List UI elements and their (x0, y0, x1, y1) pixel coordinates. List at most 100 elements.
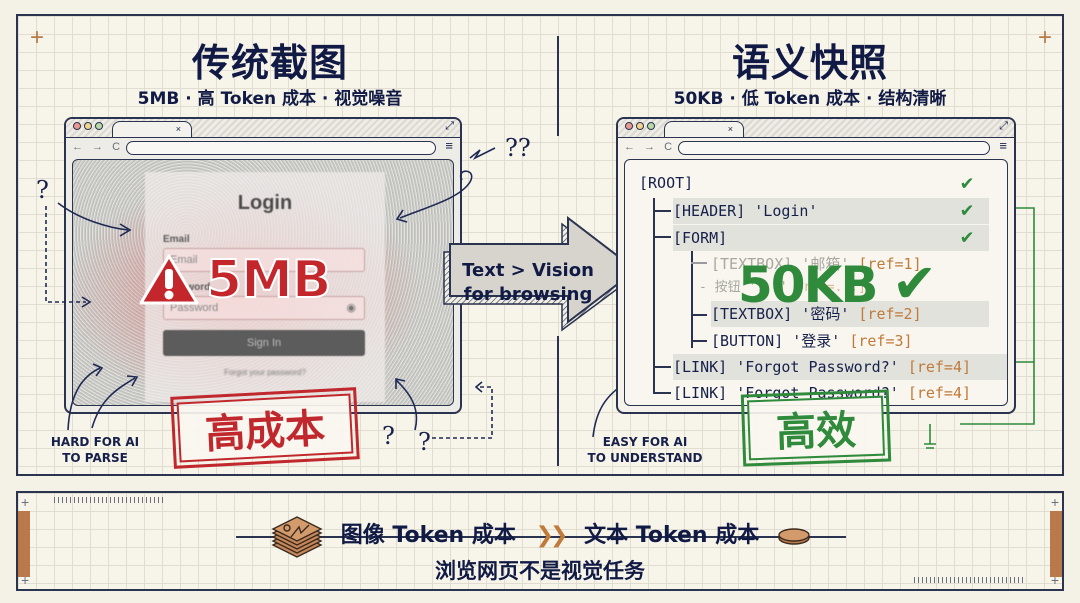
sign-in-button[interactable]: Sign In (163, 330, 365, 356)
ref-tag: [ref=2] (858, 305, 922, 323)
tree-node: [HEADER] 'Login' (673, 202, 818, 220)
crosshair-mark: + (30, 24, 45, 51)
big-right-arrow-icon (443, 215, 638, 332)
image-token-cost-label: 图像 Token 成本 (340, 523, 516, 548)
size-warning-overlay: 5MB (138, 249, 333, 311)
close-dot[interactable] (625, 122, 633, 130)
tree-node: [ROOT] (639, 174, 694, 192)
tree-row-textbox-email: [TEXTBOX] '邮箱' [ref=1] (711, 251, 922, 277)
right-accent-bar (1050, 511, 1062, 577)
tree-node: [FORM] (673, 229, 728, 247)
email-label: Email (163, 234, 190, 245)
forgot-password-link[interactable]: Forgot your password? (224, 368, 306, 377)
tree-connector (653, 198, 655, 394)
browser-tab[interactable]: × (112, 121, 192, 137)
tree-connector (653, 392, 671, 394)
arrow-caption-line1: Text > Vision (462, 260, 594, 281)
nav-buttons[interactable]: ← → C (624, 141, 676, 153)
tree-connector (653, 210, 671, 212)
expand-icon[interactable]: ⤢ (999, 120, 1008, 132)
efficient-stamp: 高效 (740, 389, 892, 467)
window-controls[interactable] (625, 122, 655, 130)
bottom-divider (236, 536, 846, 538)
ref-tag: [ref=4] (907, 384, 972, 402)
arrow-caption: Text > Vision for browsing (458, 259, 598, 307)
tree-node: [BUTTON] '登录' (711, 332, 841, 350)
menu-icon[interactable]: ≡ (999, 138, 1007, 153)
note-line: EASY FOR AI (602, 435, 688, 449)
ref-tag: [ref=...] (795, 280, 866, 295)
warning-triangle-icon (139, 254, 199, 305)
efficient-label: 高效 (746, 395, 886, 461)
tree-node: [LINK] 'Forgot Password?' (673, 358, 899, 376)
tree-row-textbox-password: [TEXTBOX] '密码' [ref=2] (711, 301, 989, 327)
token-cost-comparison: 图像 Token 成本 ❯❯ 文本 Token 成本 (18, 511, 1062, 561)
arrow-caption-line2: for browsing (463, 284, 593, 305)
tree-row-header: [HEADER] 'Login' (673, 198, 989, 224)
left-browser-window: × ⤢ ← → C ≡ Login Email Email Password P… (64, 117, 462, 414)
ref-tag: [ref=1] (858, 255, 922, 273)
bottom-summary-bar: + + + + 图像 Token 成本 ❯❯ 文本 Token 成本 浏览网页不… (16, 491, 1064, 591)
close-dot[interactable] (73, 122, 81, 130)
tab-close-icon[interactable]: × (727, 124, 733, 134)
question-mark: ?? (505, 134, 531, 162)
minimize-dot[interactable] (636, 122, 644, 130)
note-line: TO UNDERSTAND (587, 451, 703, 465)
file-size-50kb: 50KB ✔ (738, 252, 937, 315)
minimize-dot[interactable] (84, 122, 92, 130)
hard-for-ai-note: HARD FOR AI TO PARSE (40, 434, 150, 466)
chevron-right-icon: ❯❯ (535, 523, 569, 548)
tree-connector (691, 340, 707, 342)
ruler-mark (54, 497, 164, 503)
menu-icon[interactable]: ≡ (445, 138, 453, 153)
tab-bar: × ⤢ (66, 119, 460, 138)
ref-tag: [ref=4] (907, 358, 972, 376)
email-field[interactable]: Email (163, 248, 365, 272)
tree-connector (691, 314, 707, 316)
browser-tab[interactable]: × (664, 121, 744, 137)
big-check-icon: ✔ (891, 252, 937, 315)
coin-icon (778, 528, 810, 545)
right-title: 语义快照 (731, 41, 888, 85)
check-icon: ✔ (961, 170, 974, 194)
file-size-5mb: 5MB (205, 249, 333, 311)
eye-icon[interactable]: ◉ (346, 302, 356, 314)
tree-connector (691, 250, 693, 348)
tree-connector (691, 262, 707, 264)
text-over-vision-arrow: Text > Vision for browsing (440, 212, 640, 332)
maximize-dot[interactable] (95, 122, 103, 130)
crosshair-mark: + (21, 494, 30, 510)
tree-row-faded: - 按钮 '...' [ref=...] (699, 275, 866, 301)
left-title: 传统截图 (191, 41, 348, 85)
crosshair-mark: + (1050, 572, 1059, 588)
blurred-login-card: Login Email Email Password Password◉ Sig… (145, 172, 385, 402)
question-mark: ? (36, 176, 49, 204)
url-bar[interactable] (678, 141, 990, 155)
tree-row-form: [FORM] (673, 225, 989, 251)
login-title: Login (237, 192, 293, 214)
tree-node: [TEXTBOX] '密码' (711, 305, 850, 323)
image-stack-icon (271, 516, 323, 558)
url-bar[interactable] (126, 141, 436, 155)
center-divider (557, 36, 559, 136)
tree-row-link: [LINK] 'Forgot Password?' [ref=4] (673, 354, 1007, 380)
noisy-screenshot-viewport: Login Email Email Password Password◉ Sig… (72, 159, 454, 406)
window-controls[interactable] (73, 122, 103, 130)
tree-node: [TEXTBOX] '邮箱' (711, 255, 850, 273)
tagline: 浏览网页不是视觉任务 (435, 559, 645, 583)
note-line: HARD FOR AI (50, 435, 140, 449)
nav-buttons[interactable]: ← → C (72, 141, 124, 153)
tree-row-root: [ROOT] (639, 170, 693, 196)
right-browser-window: × ⤢ ← → C ≡ [ROOT] ✔ [HEADER] 'Login' ✔ … (616, 117, 1016, 414)
tab-close-icon[interactable]: × (175, 124, 181, 134)
expand-icon[interactable]: ⤢ (445, 120, 454, 132)
question-mark: ? (418, 428, 431, 456)
password-placeholder: Password (170, 302, 219, 314)
check-icon: ✔ (961, 197, 974, 221)
easy-for-ai-note: EASY FOR AI TO UNDERSTAND (570, 434, 720, 466)
tree-connector (653, 236, 671, 238)
ruler-mark (914, 577, 1024, 583)
question-mark: ? (382, 422, 395, 450)
maximize-dot[interactable] (647, 122, 655, 130)
